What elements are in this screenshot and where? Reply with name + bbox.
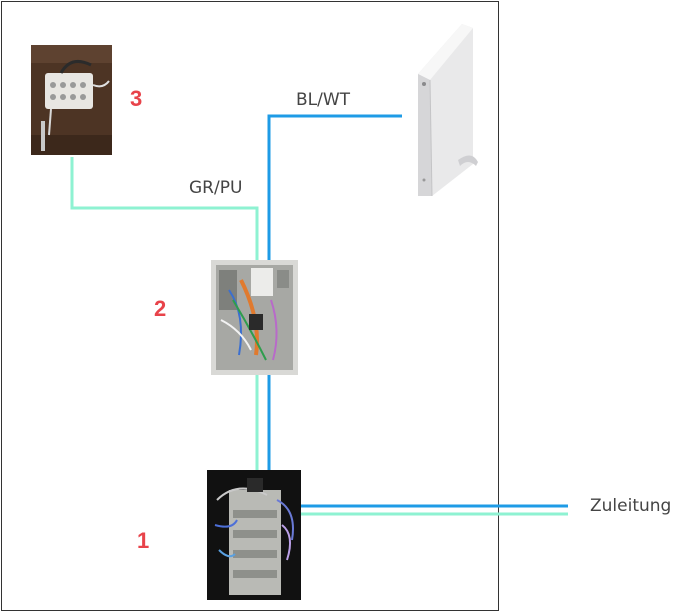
distribution-box-photo-2 [211, 260, 298, 375]
number-2: 2 [154, 296, 167, 321]
diagram-frame [1, 1, 499, 611]
label-bl-wt: BL/WT [296, 90, 351, 110]
blue-wire-bl-wt [267, 114, 402, 262]
number-1: 1 [137, 528, 150, 553]
number-3: 3 [130, 86, 143, 111]
label-gr-pu: GR/PU [189, 178, 243, 198]
main-distribution-photo-1 [207, 470, 301, 600]
label-zuleitung: Zuleitung [590, 496, 672, 516]
junction-box-photo-3 [31, 45, 112, 155]
router-device [418, 24, 478, 197]
green-wire-gr-pu [70, 157, 259, 262]
